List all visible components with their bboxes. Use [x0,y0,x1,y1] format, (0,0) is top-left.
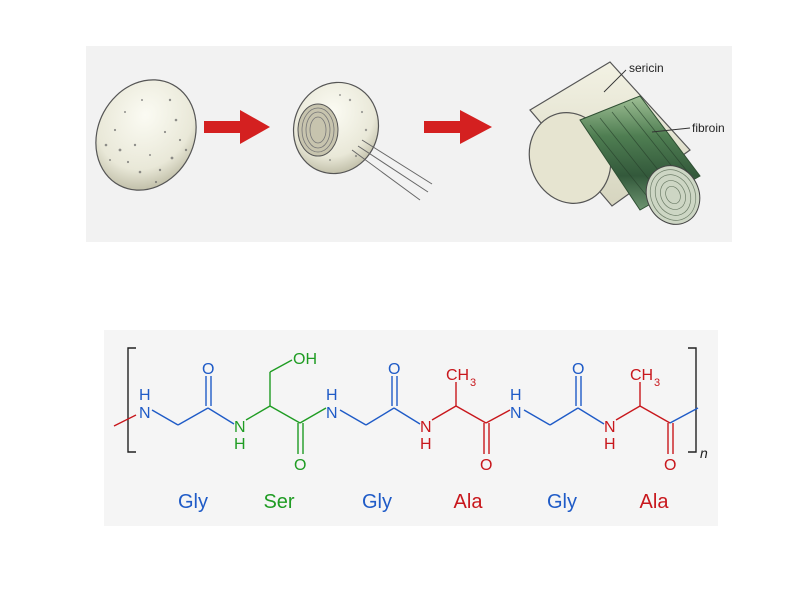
atom-sub3: 3 [470,377,476,389]
atom-o: O [294,457,306,474]
atom-o: O [202,361,214,378]
fiber-cross-section-icon [528,61,701,225]
atom-o: O [480,457,492,474]
atom-h: H [604,436,616,453]
atom-n: N [326,405,338,422]
repeat-subscript: n [700,445,708,461]
repeat-brackets [127,347,697,453]
peptide-panel [104,330,718,526]
atom-o: O [388,361,400,378]
atom-h: H [420,436,432,453]
unwinding-cocoon-icon [292,81,433,201]
left-bracket [127,347,136,453]
cocoon-icon [95,79,197,191]
residue-label-gly: Gly [547,491,577,513]
arrow-right-icon [204,110,270,144]
atom-n: N [510,405,522,422]
atom-n: N [234,419,246,436]
residue-label-gly: Gly [178,491,208,513]
residue-label-ala: Ala [454,491,484,513]
atom-n: N [604,419,616,436]
residue-labels: Gly Ser Gly Ala Gly Ala [178,491,669,513]
atom-h: H [510,387,522,404]
atom-n: N [139,405,151,422]
atom-ch: CH [446,367,469,384]
right-bracket [688,347,697,453]
atom-h: H [234,436,246,453]
atom-h: H [139,387,151,404]
atom-o: O [664,457,676,474]
arrow-right-icon [424,110,492,144]
sericin-leader [603,69,627,93]
sericin-label: sericin [629,61,664,75]
fibroin-leader [651,127,691,133]
residue-label-ser: Ser [263,491,294,513]
residue-label-gly: Gly [362,491,392,513]
residue-label-ala: Ala [640,491,670,513]
atom-ch: CH [630,367,653,384]
atom-o: O [572,361,584,378]
atom-n: N [420,419,432,436]
atom-h: H [326,387,338,404]
backbone [113,359,699,454]
fibroin-label: fibroin [692,121,725,135]
atom-oh: OH [293,351,317,368]
atom-sub3: 3 [654,377,660,389]
atom-labels: H N O N H OH O H N O N H CH 3 O H N O N … [139,351,676,474]
